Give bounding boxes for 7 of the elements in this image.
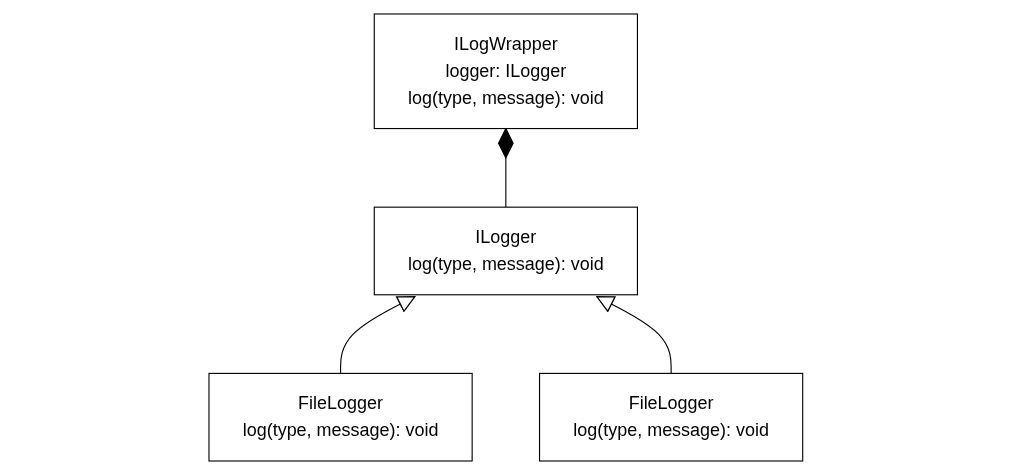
composition-line xyxy=(497,128,514,208)
inheritance-arrow xyxy=(339,296,416,374)
class-box: FileLogger log(type, message): void xyxy=(208,372,473,462)
inheritance-arrow xyxy=(595,296,672,374)
class-box: ILogWrapper logger: ILogger log(type, message): void xyxy=(373,13,638,130)
class-box: FileLogger log(type, message): void xyxy=(538,372,803,462)
class-box: ILogger log(type, message): void xyxy=(373,206,638,296)
